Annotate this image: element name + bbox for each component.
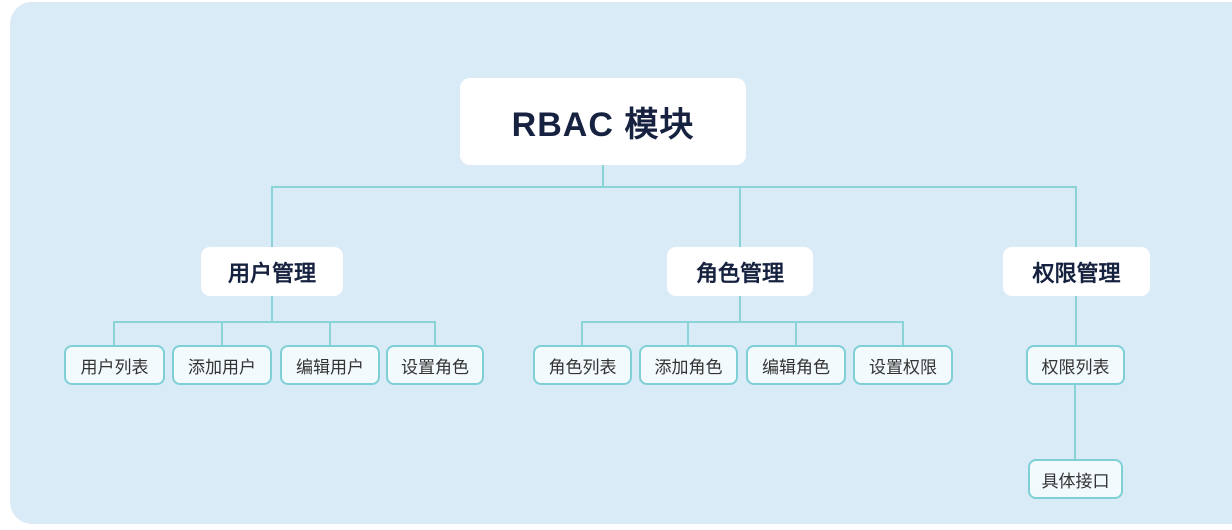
node-set-permission[interactable]: 设置权限 [853,345,953,385]
node-specific-api[interactable]: 具体接口 [1028,459,1123,499]
node-role-management-label: 角色管理 [695,260,784,286]
node-user-management-label: 用户管理 [227,260,316,286]
node-user-management[interactable]: 用户管理 [201,247,343,296]
node-add-role-label: 添加角色 [654,357,723,377]
node-role-management[interactable]: 角色管理 [667,247,813,296]
node-permission-list[interactable]: 权限列表 [1026,345,1125,385]
node-specific-api-label: 具体接口 [1041,471,1110,491]
node-permission-management-label: 权限管理 [1032,260,1121,286]
node-role-list[interactable]: 角色列表 [533,345,632,385]
node-rbac-module[interactable]: RBAC 模块 [460,78,746,165]
node-set-permission-label: 设置权限 [869,357,937,377]
node-set-role[interactable]: 设置角色 [386,345,484,385]
node-edit-role-label: 编辑角色 [762,357,830,377]
node-role-list-label: 角色列表 [548,357,617,377]
node-edit-role[interactable]: 编辑角色 [746,345,846,385]
node-permission-list-label: 权限列表 [1041,357,1110,377]
mindmap-canvas: RBAC 模块 用户管理 角色管理 权限管理 用户列表 添加用户 编辑用户 设置… [10,2,1232,524]
node-permission-management[interactable]: 权限管理 [1003,247,1150,296]
node-user-list[interactable]: 用户列表 [64,345,165,385]
node-edit-user[interactable]: 编辑用户 [280,345,380,385]
node-rbac-module-label: RBAC 模块 [511,106,695,144]
node-set-role-label: 设置角色 [401,357,469,377]
node-add-user-label: 添加用户 [188,357,256,377]
node-edit-user-label: 编辑用户 [296,357,364,377]
node-add-role[interactable]: 添加角色 [639,345,738,385]
node-add-user[interactable]: 添加用户 [172,345,272,385]
node-user-list-label: 用户列表 [80,357,149,377]
